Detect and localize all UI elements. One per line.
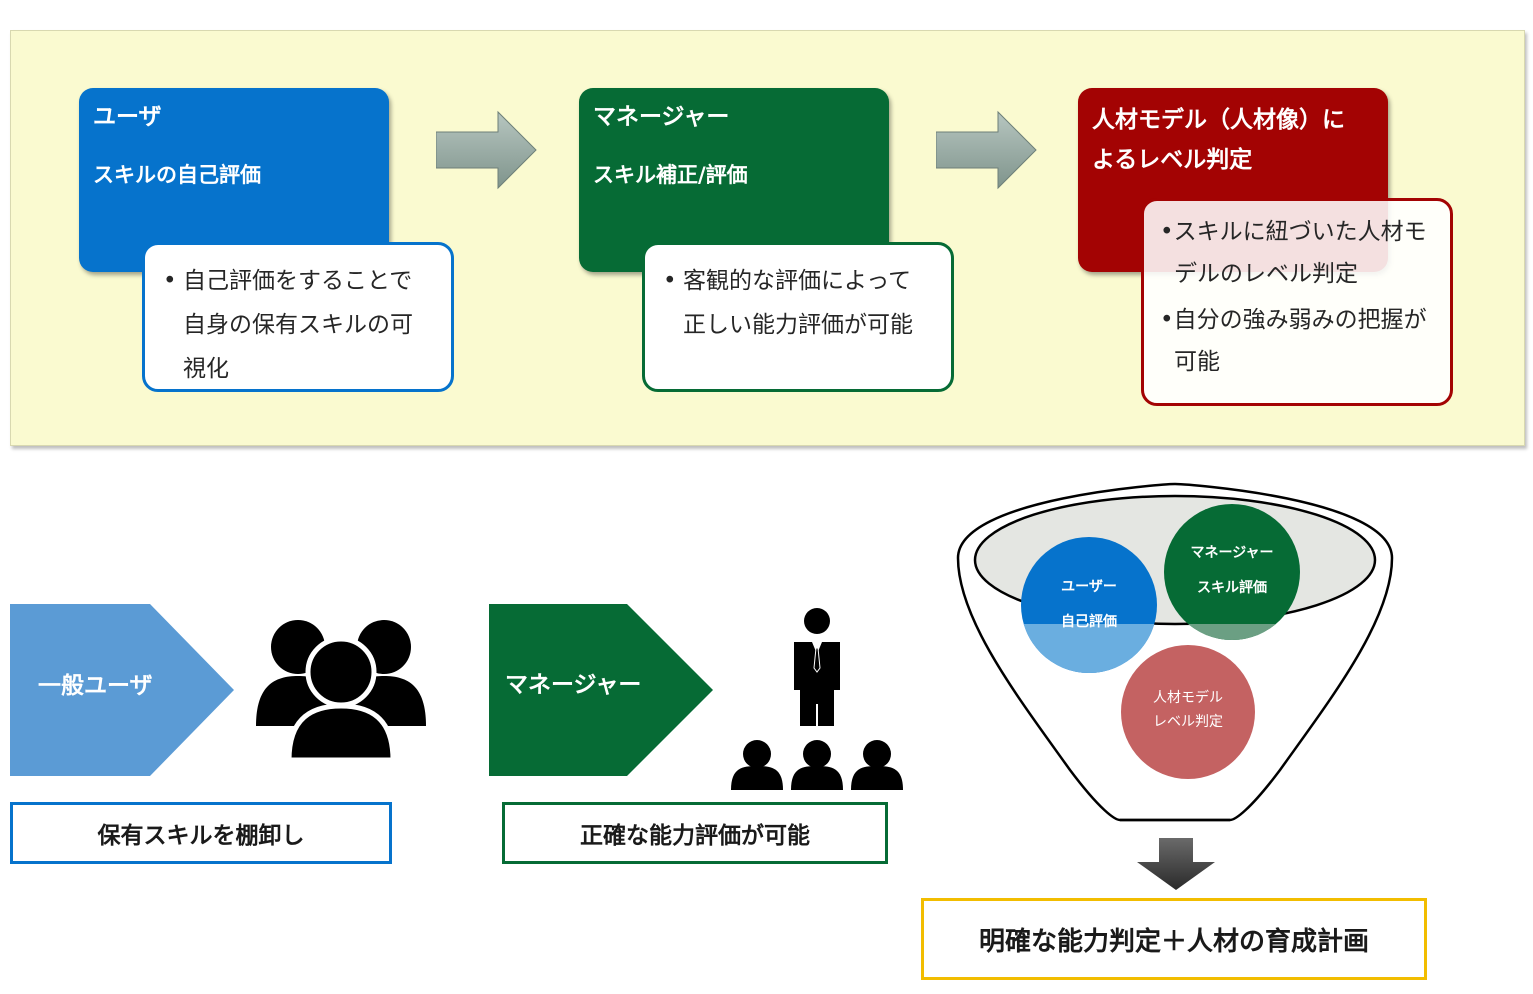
model-note-line: •自分の強み弱みの把握が: [1160, 307, 1427, 333]
bullet: •: [163, 268, 177, 294]
general-user-caption: 保有スキルを棚卸し: [10, 802, 392, 864]
right-arrow-icon: [936, 110, 1037, 190]
circle-user-line2: 自己評価: [1061, 613, 1117, 630]
circle-user-line1: ユーザー: [1061, 579, 1117, 595]
user-note-line: 視化: [183, 356, 229, 382]
manager-note-line: 客観的な評価によって: [683, 268, 912, 294]
manager-note-line: 正しい能力評価が可能: [683, 312, 913, 338]
model-card-title-line1: 人材モデル（人材像）に: [1092, 107, 1345, 133]
manager-note: • 客観的な評価によって 正しい能力評価が可能: [642, 242, 954, 392]
circle-model: [1121, 645, 1255, 779]
user-group-icon: [256, 620, 426, 760]
manager-card-title: マネージャー: [593, 104, 730, 130]
circle-model-line1: 人材モデル: [1153, 689, 1223, 706]
manager-label: マネージャー: [505, 672, 642, 698]
manager-card-subtitle: スキル補正/評価: [593, 163, 748, 187]
general-user-chevron: [10, 604, 234, 776]
manager-team-icon: [731, 608, 903, 790]
result-box: 明確な能力判定＋人材の育成計画: [921, 898, 1427, 980]
circle-model-line2: レベル判定: [1153, 714, 1223, 730]
user-note: • 自己評価をすることで 自身の保有スキルの可 視化: [142, 242, 454, 392]
user-note-line: 自身の保有スキルの可: [183, 312, 413, 338]
model-note: •スキルに紐づいた人材モ デルのレベル判定 •自分の強み弱みの把握が 可能: [1141, 198, 1453, 406]
circle-manager-line1: マネージャー: [1190, 545, 1273, 561]
model-card-title-line2: よるレベル判定: [1092, 147, 1253, 173]
model-note-line: 可能: [1174, 349, 1220, 375]
manager-card: マネージャー スキル補正/評価: [579, 88, 889, 272]
funnel-diagram: ユーザー 自己評価 マネージャー スキル評価 人材モデル レベル判定: [956, 482, 1394, 822]
down-arrow-icon: [1137, 838, 1215, 890]
user-note-line: 自己評価をすることで: [183, 268, 413, 294]
user-card: ユーザ スキルの自己評価: [79, 88, 389, 272]
circle-manager-line2: スキル評価: [1197, 579, 1267, 596]
model-note-line: デルのレベル判定: [1174, 261, 1358, 287]
model-note-line: •スキルに紐づいた人材モ: [1160, 219, 1427, 245]
user-card-subtitle: スキルの自己評価: [93, 163, 261, 187]
user-card-title: ユーザ: [93, 104, 162, 130]
bullet: •: [663, 268, 677, 294]
circle-manager: [1164, 504, 1300, 640]
manager-chevron: [489, 604, 713, 776]
general-user-label: 一般ユーザ: [38, 673, 153, 699]
right-arrow-icon: [436, 110, 537, 190]
manager-caption: 正確な能力評価が可能: [502, 802, 888, 864]
